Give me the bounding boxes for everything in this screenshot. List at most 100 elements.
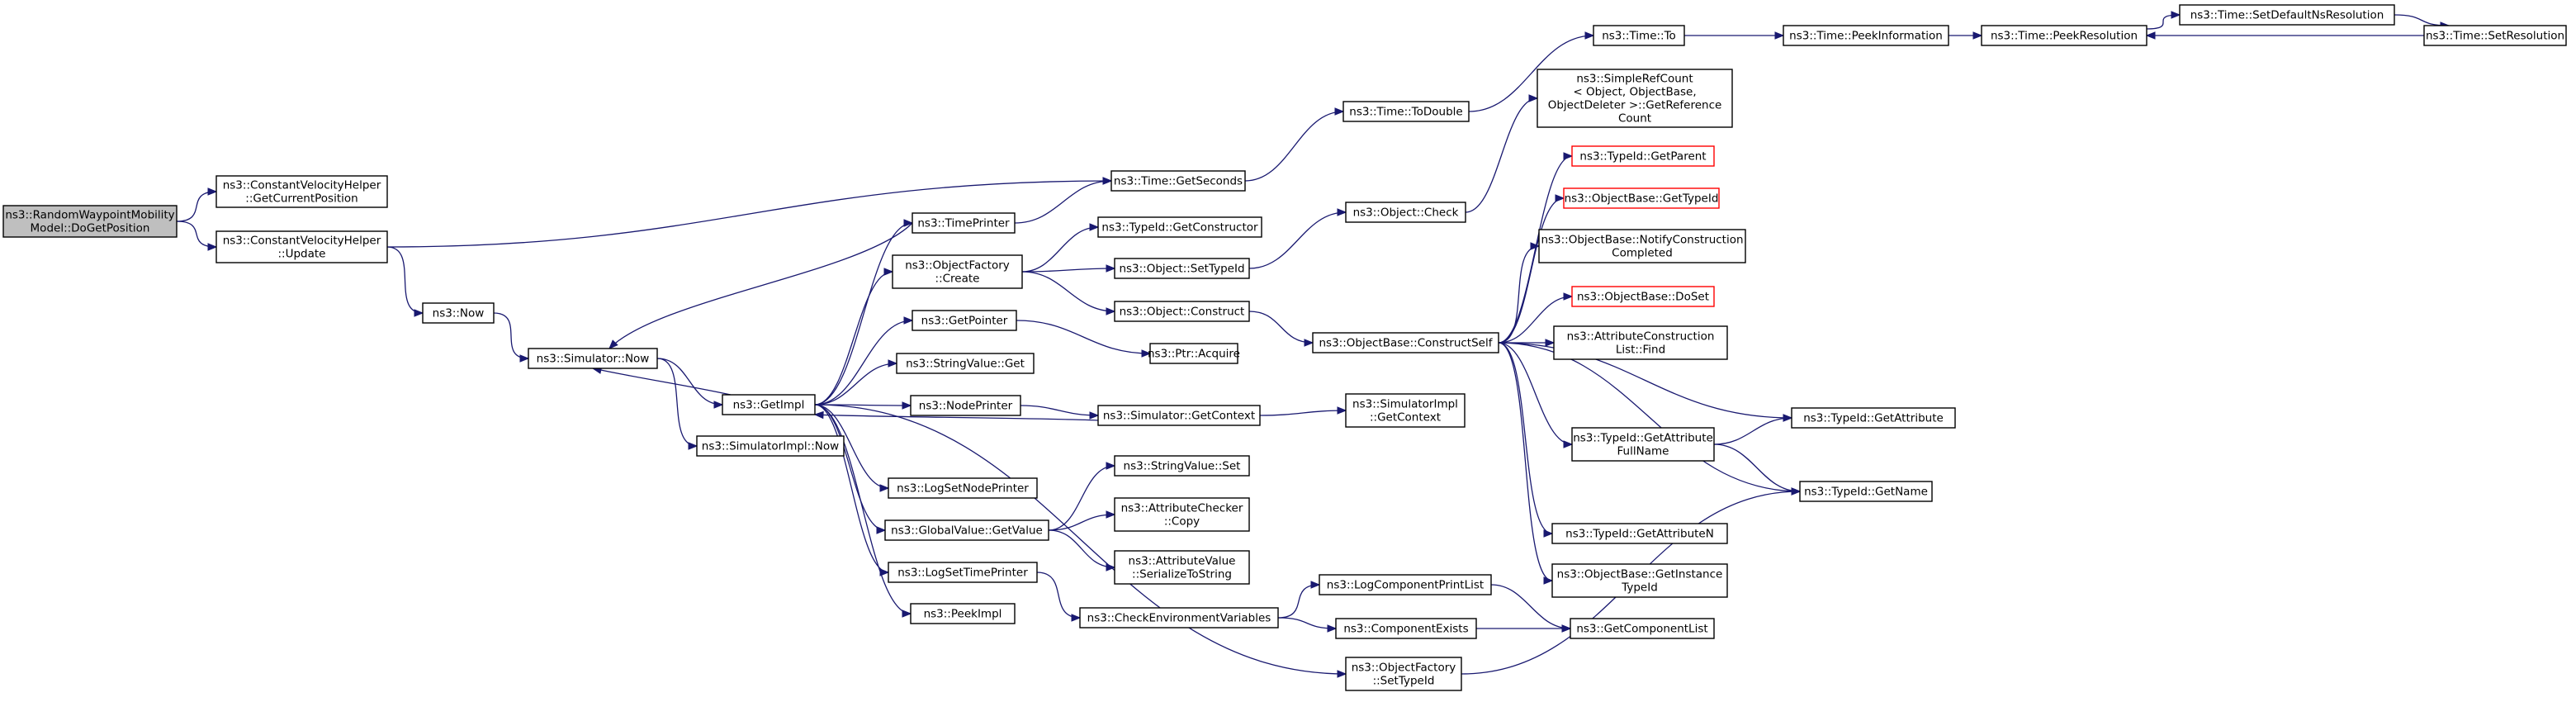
node-box[interactable] (1538, 229, 1746, 263)
node-box[interactable] (1345, 393, 1466, 428)
node-getcomponentlist[interactable]: ns3::GetComponentList (1570, 618, 1715, 639)
node-time_peekresolution[interactable]: ns3::Time::PeekResolution (1981, 25, 2147, 46)
node-typeid_getattribute[interactable]: ns3::TypeId::GetAttribute (1791, 407, 1956, 429)
node-object_check[interactable]: ns3::Object::Check (1345, 202, 1466, 223)
node-box[interactable] (884, 519, 1049, 541)
node-attrchecker_copy[interactable]: ns3::AttributeChecker::Copy (1114, 497, 1250, 532)
node-box[interactable] (2179, 4, 2395, 26)
node-simimpl_now[interactable]: ns3::SimulatorImpl::Now (696, 435, 845, 457)
node-strval_set[interactable]: ns3::StringValue::Set (1114, 455, 1250, 477)
node-logcomponentprintlist[interactable]: ns3::LogComponentPrintList (1319, 574, 1492, 595)
node-time_todouble[interactable]: ns3::Time::ToDouble (1342, 101, 1470, 122)
node-box[interactable] (2423, 25, 2567, 46)
node-time_getseconds[interactable]: ns3::Time::GetSeconds (1110, 170, 1246, 192)
node-cvh_update[interactable]: ns3::ConstantVelocityHelper::Update (215, 230, 388, 263)
node-simplerefcount[interactable]: ns3::SimpleRefCount< Object, ObjectBase,… (1537, 69, 1733, 128)
node-logsetnodeprinter[interactable]: ns3::LogSetNodePrinter (888, 477, 1038, 499)
node-now[interactable]: ns3::Now (422, 302, 495, 324)
node-typeid_getparent[interactable]: ns3::TypeId::GetParent (1571, 145, 1715, 167)
node-box[interactable] (892, 254, 1023, 289)
node-box[interactable] (1312, 332, 1499, 353)
node-objbase_doset[interactable]: ns3::ObjectBase::DoSet (1571, 286, 1715, 307)
node-cvh_getpos[interactable]: ns3::ConstantVelocityHelper::GetCurrentP… (215, 175, 388, 208)
node-box[interactable] (1079, 607, 1279, 629)
node-sim_now[interactable]: ns3::Simulator::Now (528, 348, 658, 369)
node-box[interactable] (1114, 497, 1250, 532)
node-box[interactable] (912, 212, 1016, 234)
node-box[interactable] (722, 394, 816, 415)
node-box[interactable] (1319, 574, 1492, 595)
node-box[interactable] (1097, 405, 1261, 426)
node-objfactory_settypeid[interactable]: ns3::ObjectFactory::SetTypeId (1345, 657, 1462, 691)
node-box[interactable] (1114, 258, 1250, 279)
node-peekimpl[interactable]: ns3::PeekImpl (910, 603, 1016, 624)
node-time_peekinformation[interactable]: ns3::Time::PeekInformation (1783, 25, 1949, 46)
node-time_setresolution[interactable]: ns3::Time::SetResolution (2423, 25, 2567, 46)
node-box[interactable] (1345, 202, 1466, 223)
node-box[interactable] (215, 175, 388, 208)
node-getimpl[interactable]: ns3::GetImpl (722, 394, 816, 415)
node-objfactory_create[interactable]: ns3::ObjectFactory::Create (892, 254, 1023, 289)
node-box[interactable] (912, 310, 1017, 331)
node-object_construct[interactable]: ns3::Object::Construct (1114, 301, 1250, 322)
node-box[interactable] (888, 477, 1038, 499)
node-objbase_constructself[interactable]: ns3::ObjectBase::ConstructSelf (1312, 332, 1499, 353)
node-typeid_getconstructor[interactable]: ns3::TypeId::GetConstructor (1097, 216, 1262, 238)
node-simimpl_getcontext[interactable]: ns3::SimulatorImpl::GetContext (1345, 393, 1466, 428)
node-box[interactable] (1342, 101, 1470, 122)
node-box[interactable] (1149, 343, 1238, 364)
node-objbase_gettypeid[interactable]: ns3::ObjectBase::GetTypeId (1563, 187, 1720, 209)
node-box[interactable] (1345, 657, 1462, 691)
node-box[interactable] (1553, 325, 1728, 360)
node-typeid_getattributen[interactable]: ns3::TypeId::GetAttributeN (1551, 523, 1728, 544)
node-box[interactable] (1114, 301, 1250, 322)
node-objbase_notify[interactable]: ns3::ObjectBase::NotifyConstructionCompl… (1538, 229, 1746, 263)
node-box[interactable] (910, 395, 1021, 416)
node-strval_get[interactable]: ns3::StringValue::Get (896, 353, 1035, 374)
node-box[interactable] (696, 435, 845, 457)
node-gv_getvalue[interactable]: ns3::GlobalValue::GetValue (884, 519, 1049, 541)
node-componentexists[interactable]: ns3::ComponentExists (1335, 618, 1477, 639)
node-box[interactable] (1551, 563, 1728, 598)
node-box[interactable] (1551, 523, 1728, 544)
node-box[interactable] (528, 348, 658, 369)
node-attrvalue_serialize[interactable]: ns3::AttributeValue::SerializeToString (1114, 550, 1250, 585)
node-box[interactable] (1783, 25, 1949, 46)
node-box[interactable] (1593, 25, 1685, 46)
node-ptr_acquire[interactable]: ns3::Ptr::Acquire (1148, 343, 1240, 364)
node-getpointer[interactable]: ns3::GetPointer (912, 310, 1017, 331)
node-box[interactable] (1571, 427, 1715, 462)
node-time_setdefaultnsresolution[interactable]: ns3::Time::SetDefaultNsResolution (2179, 4, 2395, 26)
node-root[interactable]: ns3::RandomWaypointMobilityModel::DoGetP… (2, 205, 178, 238)
node-box[interactable] (1571, 286, 1715, 307)
node-box[interactable] (1097, 216, 1262, 238)
node-box[interactable] (215, 230, 388, 263)
node-timeprinter[interactable]: ns3::TimePrinter (912, 212, 1016, 234)
node-box[interactable] (1799, 481, 1933, 502)
node-nodeprinter[interactable]: ns3::NodePrinter (910, 395, 1021, 416)
node-box[interactable] (1981, 25, 2147, 46)
node-box[interactable] (888, 562, 1038, 583)
node-box[interactable] (910, 603, 1016, 624)
node-box[interactable] (422, 302, 495, 324)
node-box[interactable] (1571, 145, 1715, 167)
node-checkenv[interactable]: ns3::CheckEnvironmentVariables (1079, 607, 1279, 629)
node-box[interactable] (2, 205, 178, 238)
node-box[interactable] (896, 353, 1035, 374)
node-object_settypeid[interactable]: ns3::Object::SetTypeId (1114, 258, 1250, 279)
node-box[interactable] (1335, 618, 1477, 639)
node-box[interactable] (1563, 187, 1720, 209)
node-sim_getcontext[interactable]: ns3::Simulator::GetContext (1097, 405, 1261, 426)
node-box[interactable] (1791, 407, 1956, 429)
node-logsettimeprinter[interactable]: ns3::LogSetTimePrinter (888, 562, 1038, 583)
node-time_to[interactable]: ns3::Time::To (1593, 25, 1685, 46)
node-box[interactable] (1537, 69, 1733, 128)
node-box[interactable] (1114, 455, 1250, 477)
node-typeid_getname[interactable]: ns3::TypeId::GetName (1799, 481, 1933, 502)
node-box[interactable] (1114, 550, 1250, 585)
node-box[interactable] (1110, 170, 1246, 192)
node-box[interactable] (1570, 618, 1715, 639)
